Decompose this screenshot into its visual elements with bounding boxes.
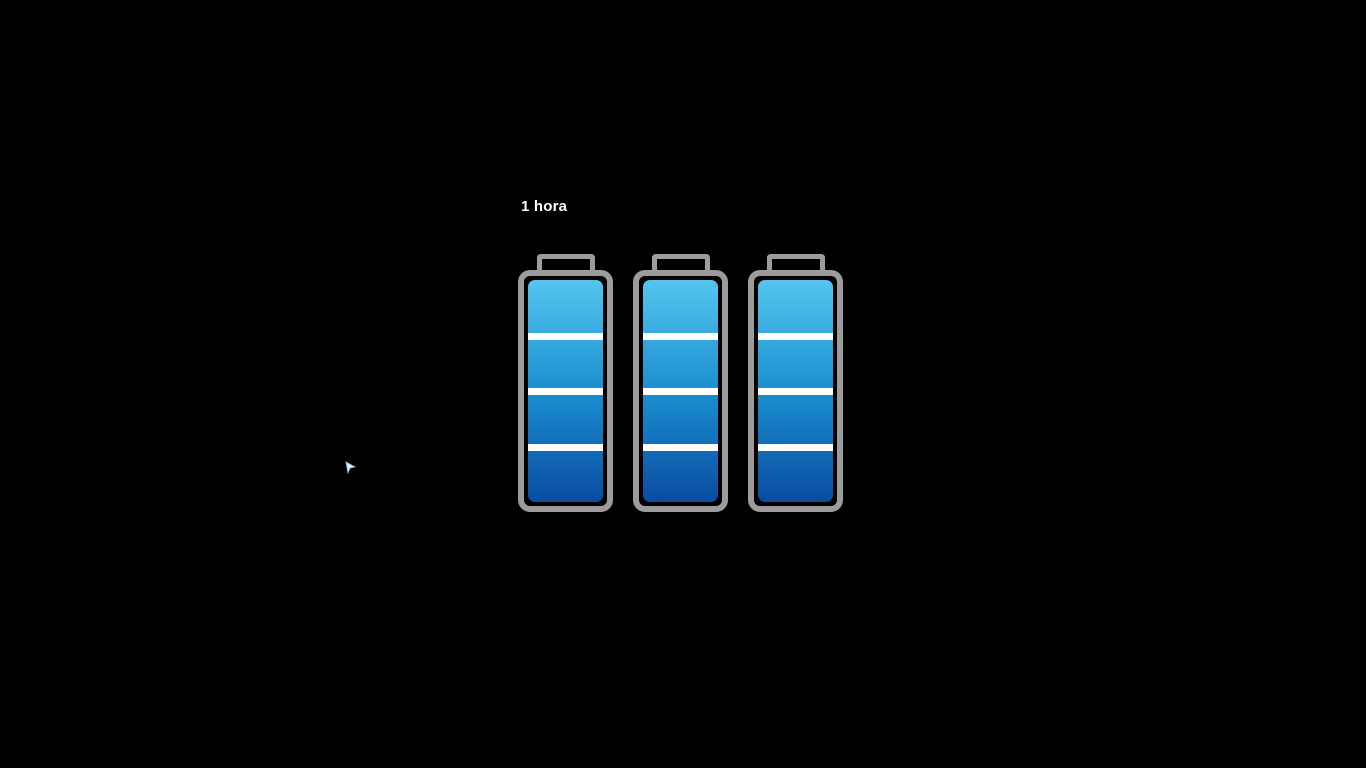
battery-3 xyxy=(748,254,843,512)
battery-segment-separator xyxy=(643,443,718,451)
battery-segment-separator xyxy=(528,443,603,451)
battery-segment-separator xyxy=(643,332,718,340)
time-remaining-label: 1 hora xyxy=(521,198,568,215)
battery-segment-separator xyxy=(758,332,833,340)
battery-segment-separator xyxy=(758,443,833,451)
battery-body xyxy=(518,270,613,512)
battery-2 xyxy=(633,254,728,512)
battery-segment-separator xyxy=(643,388,718,395)
battery-body xyxy=(748,270,843,512)
battery-segment-separator xyxy=(528,332,603,340)
battery-fill xyxy=(643,280,718,502)
battery-cap xyxy=(651,254,710,270)
battery-fill xyxy=(758,280,833,502)
battery-body xyxy=(633,270,728,512)
mouse-pointer-icon xyxy=(345,461,357,474)
battery-segment-separator xyxy=(758,388,833,395)
battery-segment-separator xyxy=(528,388,603,395)
battery-cap xyxy=(766,254,825,270)
battery-1 xyxy=(518,254,613,512)
battery-fill xyxy=(528,280,603,502)
battery-cap xyxy=(536,254,595,270)
battery-row xyxy=(518,254,843,512)
